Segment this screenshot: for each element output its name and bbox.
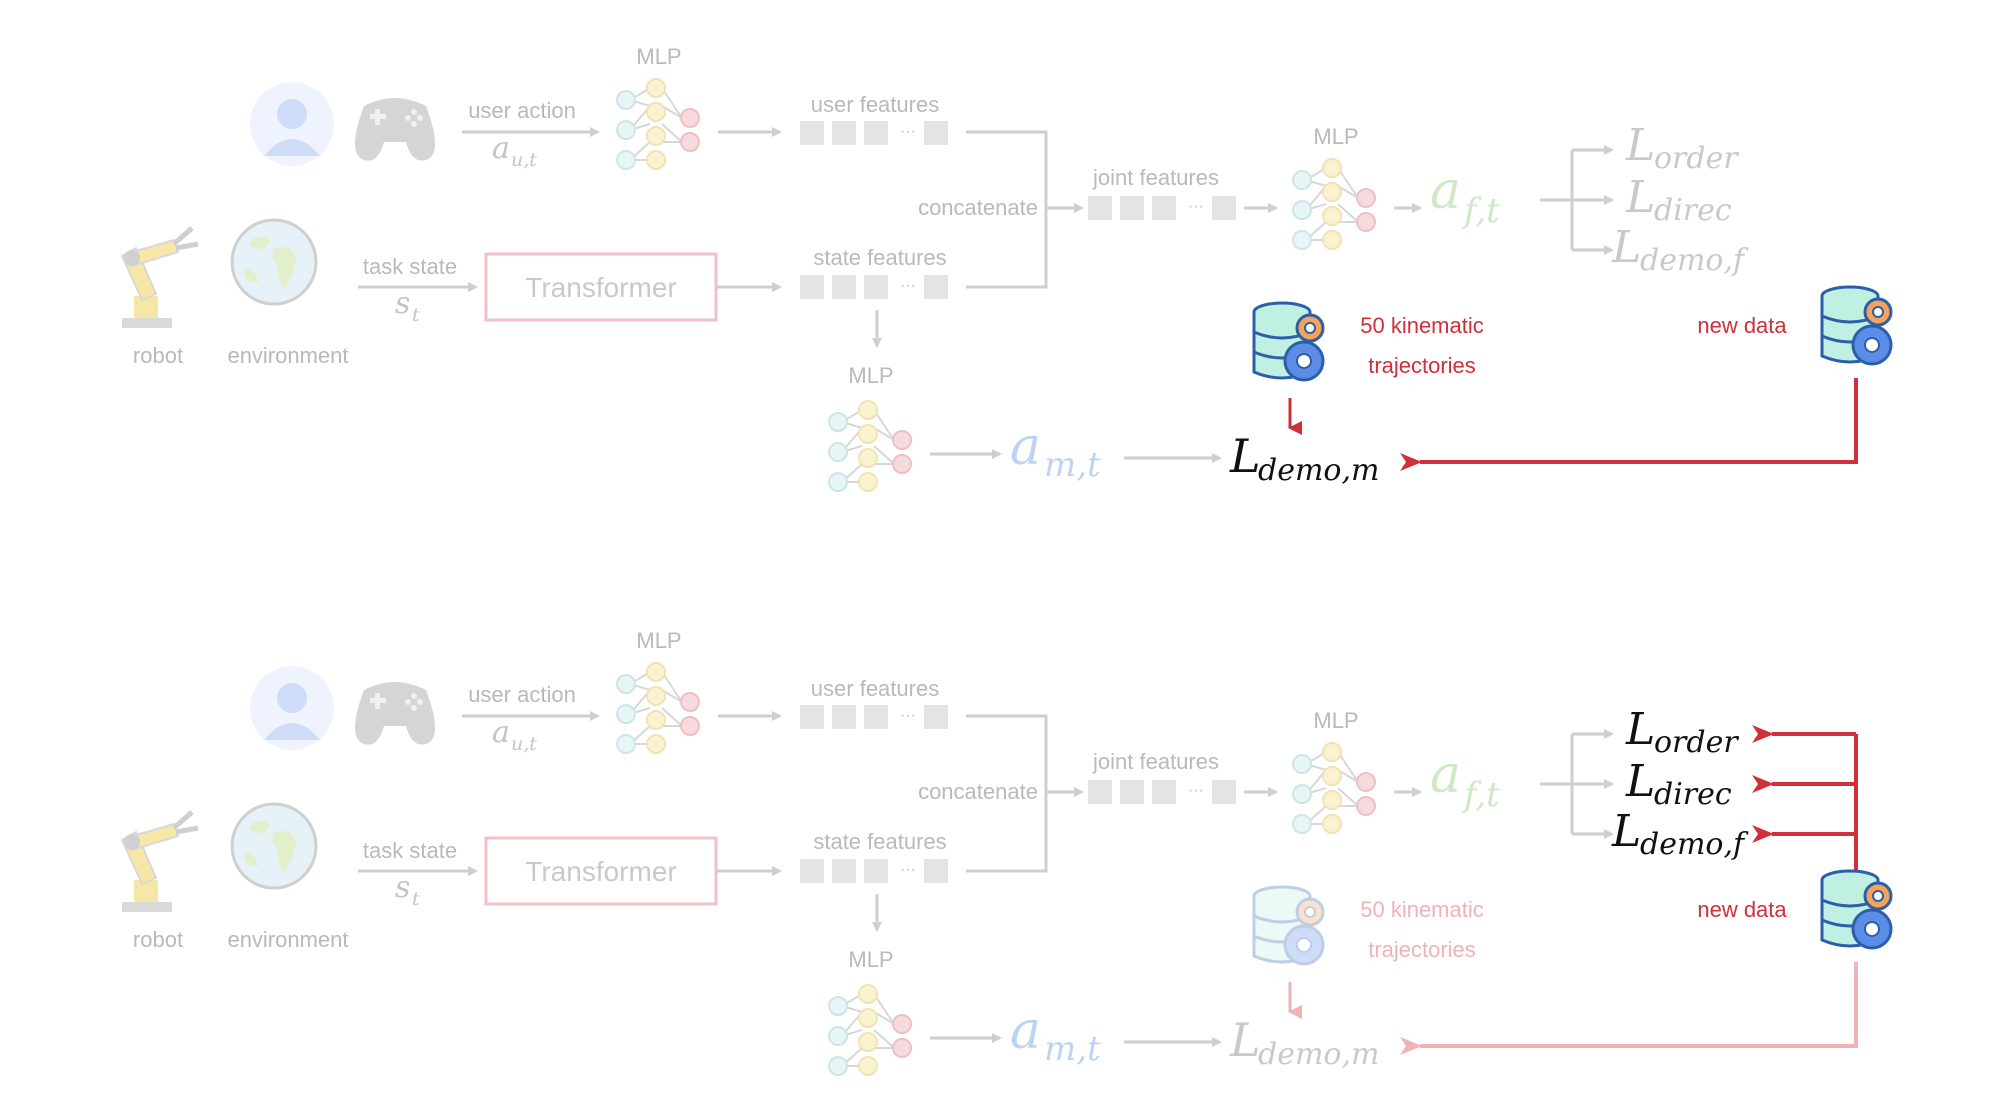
gamepad-icon: [355, 682, 435, 745]
panel-2: robot environment user action a u,t MLP …: [122, 628, 1893, 1076]
kinematic-database-icon: [1252, 885, 1325, 966]
loss-demo-f-symbol: L: [1611, 806, 1641, 857]
action-f-symbol: a: [1430, 161, 1461, 221]
state-features-ellipsis: ···: [900, 277, 916, 294]
joint-features-ellipsis: ···: [1188, 198, 1204, 215]
loss-demo-f-subscript: demo,f: [1640, 243, 1749, 278]
loss-order-subscript: order: [1654, 725, 1739, 760]
task-state-symbol: s: [395, 870, 410, 905]
mlp-joint-label: MLP: [1313, 708, 1358, 733]
mlp-state-label: MLP: [848, 947, 893, 972]
loss-order-subscript: order: [1654, 141, 1739, 176]
loss-order-symbol: L: [1625, 704, 1655, 755]
loss-demo-f-subscript: demo,f: [1640, 827, 1749, 862]
task-state-subscript: t: [412, 888, 420, 910]
state-features-label: state features: [813, 829, 946, 854]
mlp-state-label: MLP: [848, 363, 893, 388]
loss-demo-m-subscript: demo,m: [1258, 1037, 1379, 1072]
robot-label: robot: [133, 927, 183, 952]
environment-label: environment: [227, 927, 348, 952]
loss-direc-subscript: direc: [1654, 193, 1732, 228]
loss-direc-subscript: direc: [1654, 777, 1732, 812]
new-data-database-icon: [1820, 285, 1893, 366]
mlp-joint-network-icon: [1292, 742, 1376, 834]
user-action-label: user action: [468, 98, 576, 123]
mlp-user-network-icon: [616, 662, 700, 754]
transformer-box: [484, 252, 718, 322]
user-action-symbol: a: [492, 715, 510, 750]
loss-demo-f-symbol: L: [1611, 222, 1641, 273]
action-m-subscript: m,t: [1044, 1029, 1101, 1069]
new-data-database-icon: [1820, 869, 1893, 950]
kinematic-database-icon: [1252, 301, 1325, 382]
state-features-vector: [800, 859, 948, 883]
user-action-symbol: a: [492, 131, 510, 166]
new-data-label: new data: [1697, 313, 1787, 338]
globe-icon: [230, 218, 318, 306]
robot-arm-icon: [122, 228, 198, 328]
joint-features-label: joint features: [1092, 165, 1219, 190]
joint-features-label: joint features: [1092, 749, 1219, 774]
loss-direc-symbol: L: [1625, 756, 1655, 807]
joint-features-vector: [1088, 196, 1236, 220]
user-icon: [250, 666, 334, 750]
transformer-label: Transformer: [525, 272, 676, 303]
user-action-subscript: u,t: [511, 149, 537, 171]
robot-arm-icon: [122, 812, 198, 912]
loss-demo-m-symbol: L: [1229, 1013, 1261, 1067]
globe-icon: [230, 802, 318, 890]
mlp-state-network-icon: [828, 984, 912, 1076]
loss-demo-m-symbol: L: [1229, 429, 1261, 483]
kinematic-label-line2: trajectories: [1368, 937, 1476, 962]
mlp-joint-label: MLP: [1313, 124, 1358, 149]
user-features-label: user features: [811, 676, 939, 701]
user-action-subscript: u,t: [511, 733, 537, 755]
action-f-subscript: f,t: [1461, 191, 1500, 231]
kinematic-label-line1: 50 kinematic: [1360, 313, 1484, 338]
mlp-state-network-icon: [828, 400, 912, 492]
robot-label: robot: [133, 343, 183, 368]
loss-direc-symbol: L: [1625, 172, 1655, 223]
task-state-subscript: t: [412, 304, 420, 326]
transformer-label: Transformer: [525, 856, 676, 887]
loss-order-symbol: L: [1625, 120, 1655, 171]
concatenate-label: concatenate: [918, 195, 1038, 220]
user-features-label: user features: [811, 92, 939, 117]
mlp-user-network-icon: [616, 78, 700, 170]
action-m-symbol: a: [1010, 1001, 1041, 1061]
user-features-ellipsis: ···: [900, 707, 916, 724]
joint-features-ellipsis: ···: [1188, 782, 1204, 799]
gamepad-icon: [355, 98, 435, 161]
user-action-label: user action: [468, 682, 576, 707]
action-m-symbol: a: [1010, 417, 1041, 477]
joint-features-vector: [1088, 780, 1236, 804]
panel-1: robot environment user action a u,t MLP …: [122, 44, 1893, 492]
mlp-joint-network-icon: [1292, 158, 1376, 250]
kinematic-label-line1: 50 kinematic: [1360, 897, 1484, 922]
user-icon: [250, 82, 334, 166]
user-features-vector: [800, 121, 948, 145]
task-state-symbol: s: [395, 286, 410, 321]
user-features-vector: [800, 705, 948, 729]
kinematic-label-line2: trajectories: [1368, 353, 1476, 378]
mlp-user-label: MLP: [636, 628, 681, 653]
action-f-symbol: a: [1430, 745, 1461, 805]
action-f-subscript: f,t: [1461, 775, 1500, 815]
concatenate-label: concatenate: [918, 779, 1038, 804]
task-state-label: task state: [363, 254, 457, 279]
state-features-vector: [800, 275, 948, 299]
state-features-label: state features: [813, 245, 946, 270]
loss-demo-m-subscript: demo,m: [1258, 453, 1379, 488]
new-data-label: new data: [1697, 897, 1787, 922]
task-state-label: task state: [363, 838, 457, 863]
action-m-subscript: m,t: [1044, 445, 1101, 485]
state-features-ellipsis: ···: [900, 861, 916, 878]
mlp-user-label: MLP: [636, 44, 681, 69]
user-features-ellipsis: ···: [900, 123, 916, 140]
environment-label: environment: [227, 343, 348, 368]
transformer-box: [484, 836, 718, 906]
